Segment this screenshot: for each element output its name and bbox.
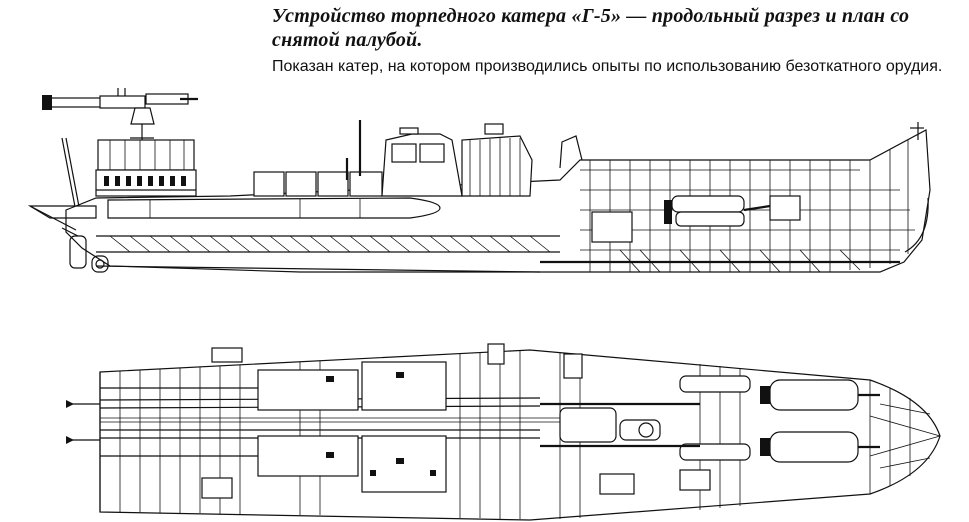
- bow-framing: [580, 140, 915, 272]
- bottom-truss: [95, 235, 900, 273]
- figure-caption: Устройство торпедного катера «Г-5» — про…: [272, 4, 962, 77]
- caption-title: Устройство торпедного катера «Г-5» — про…: [272, 5, 910, 51]
- plan-machinery: [487, 343, 751, 495]
- plan-fuel-tanks: [257, 361, 447, 493]
- plan-view: [66, 343, 941, 521]
- plan-stern-shafts: [66, 400, 100, 444]
- longitudinal-section: [27, 88, 931, 273]
- recoilless-gun: [42, 88, 198, 140]
- caption-note: Показан катер, на котором производились …: [272, 58, 943, 75]
- plan-engines: [760, 379, 880, 463]
- wheelhouse: [381, 123, 533, 197]
- plan-aft-compartments: [100, 347, 258, 499]
- bow-section: [559, 122, 929, 253]
- turret-ring: [95, 139, 197, 197]
- engines-profile: [591, 195, 801, 243]
- torpedo: [107, 197, 441, 219]
- deck-lockers: [253, 171, 383, 197]
- plan-bow: [869, 403, 941, 469]
